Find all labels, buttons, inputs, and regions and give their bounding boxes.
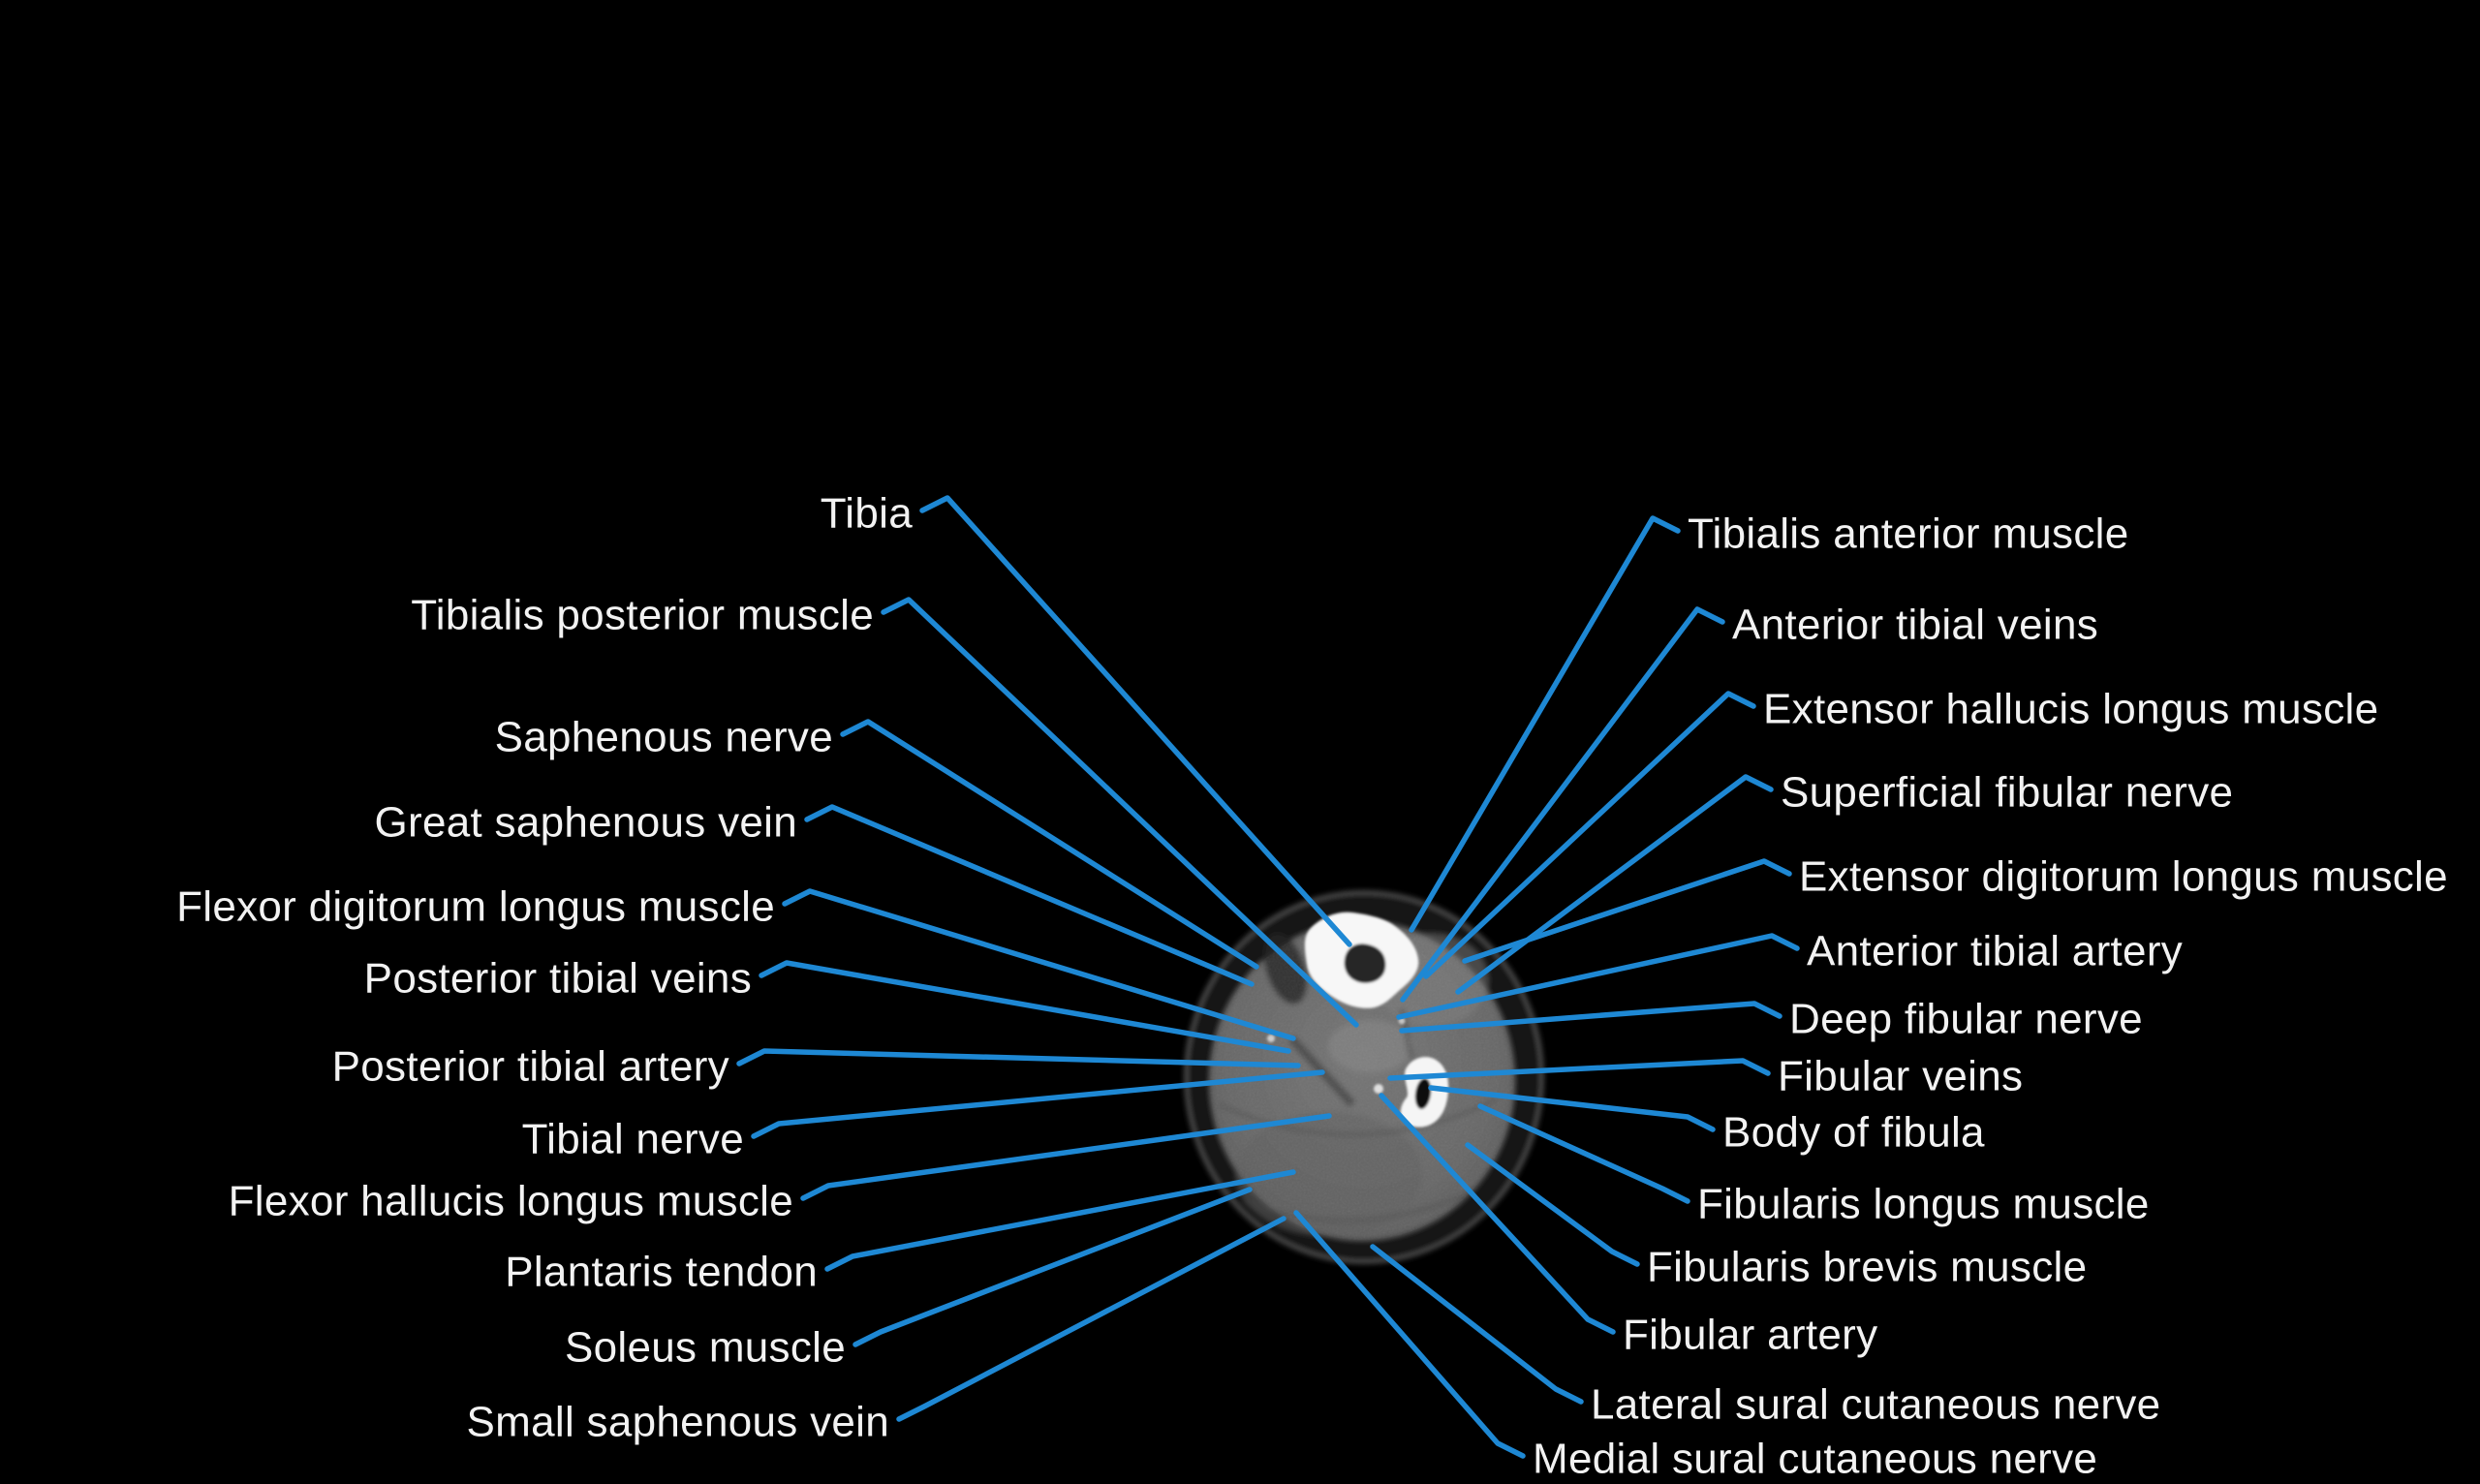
anatomy-label-soleus-muscle[interactable]: Soleus muscle [565, 1324, 846, 1372]
anatomy-label-tibial-nerve[interactable]: Tibial nerve [522, 1116, 744, 1163]
anatomy-label-lateral-sural-cutaneous-nerve[interactable]: Lateral sural cutaneous nerve [1591, 1381, 2160, 1429]
anatomy-label-medial-sural-cutaneous-nerve[interactable]: Medial sural cutaneous nerve [1533, 1436, 2097, 1483]
anatomy-label-deep-fibular-nerve[interactable]: Deep fibular nerve [1789, 996, 2143, 1043]
leader-line-deep-fibular-nerve [1399, 1001, 1782, 1034]
leader-line-posterior-tibial-veins [759, 960, 1291, 1054]
anatomy-label-plantaris-tendon[interactable]: Plantaris tendon [505, 1249, 818, 1296]
leader-line-tibialis-posterior-muscle [881, 597, 1359, 1028]
anatomy-label-flexor-digitorum-longus-muscle[interactable]: Flexor digitorum longus muscle [176, 883, 775, 931]
leader-line-tibial-nerve [751, 1069, 1325, 1139]
anatomy-label-body-of-fibula[interactable]: Body of fibula [1722, 1109, 1985, 1157]
leader-line-extensor-digitorum-longus-muscle [1462, 858, 1792, 964]
anatomy-label-superficial-fibular-nerve[interactable]: Superficial fibular nerve [1781, 769, 2233, 817]
leader-line-great-saphenous-vein [804, 804, 1255, 987]
leader-line-posterior-tibial-artery [736, 1048, 1301, 1068]
leader-line-flexor-hallucis-longus-muscle [800, 1113, 1332, 1201]
anatomy-label-tibialis-anterior-muscle[interactable]: Tibialis anterior muscle [1688, 510, 2129, 558]
fibula-marrow-cavity [1414, 1078, 1432, 1109]
leader-line-fibular-artery [1379, 1093, 1616, 1335]
anatomy-label-anterior-tibial-veins[interactable]: Anterior tibial veins [1732, 602, 2098, 649]
leader-line-fibularis-longus-muscle [1477, 1103, 1690, 1204]
leader-line-tibialis-anterior-muscle [1409, 515, 1681, 933]
leader-line-saphenous-nerve [840, 719, 1259, 970]
leader-line-anterior-tibial-artery [1396, 933, 1800, 1020]
leader-line-body-of-fibula [1428, 1085, 1716, 1132]
leader-line-fibularis-brevis-muscle [1465, 1142, 1640, 1267]
anatomy-label-extensor-digitorum-longus-muscle[interactable]: Extensor digitorum longus muscle [1799, 853, 2448, 901]
anatomy-label-small-saphenous-vein[interactable]: Small saphenous vein [467, 1399, 889, 1446]
anatomy-label-posterior-tibial-artery[interactable]: Posterior tibial artery [332, 1043, 729, 1091]
leader-line-extensor-hallucis-longus-muscle [1423, 691, 1756, 979]
anatomy-label-tibia[interactable]: Tibia [821, 490, 913, 538]
ct-scan-image [1184, 890, 1544, 1264]
fibular-vessel-contrast-dot [1374, 1084, 1383, 1094]
leader-line-lateral-sural-cutaneous-nerve [1370, 1244, 1584, 1405]
anatomy-label-tibialis-posterior-muscle[interactable]: Tibialis posterior muscle [411, 592, 874, 639]
leader-line-medial-sural-cutaneous-nerve [1293, 1210, 1526, 1459]
anatomy-label-fibular-veins[interactable]: Fibular veins [1778, 1053, 2023, 1100]
leader-line-tibia [919, 495, 1352, 947]
anatomy-label-fibular-artery[interactable]: Fibular artery [1623, 1312, 1877, 1359]
leader-line-superficial-fibular-nerve [1455, 774, 1774, 995]
leader-line-small-saphenous-vein [896, 1216, 1286, 1422]
leader-line-soleus-muscle [852, 1187, 1253, 1347]
anatomy-label-fibularis-longus-muscle[interactable]: Fibularis longus muscle [1697, 1181, 2150, 1228]
leader-line-anterior-tibial-veins [1400, 606, 1725, 1003]
leader-line-fibular-veins [1387, 1058, 1771, 1081]
anatomy-label-great-saphenous-vein[interactable]: Great saphenous vein [374, 799, 797, 847]
anatomy-label-flexor-hallucis-longus-muscle[interactable]: Flexor hallucis longus muscle [229, 1178, 793, 1225]
tibia-marrow-cavity [1344, 943, 1386, 983]
anatomy-label-posterior-tibial-veins[interactable]: Posterior tibial veins [364, 955, 752, 1003]
leader-line-plantaris-tendon [824, 1169, 1296, 1272]
anatomy-label-fibularis-brevis-muscle[interactable]: Fibularis brevis muscle [1647, 1244, 2087, 1291]
leader-line-flexor-digitorum-longus-muscle [782, 888, 1296, 1041]
anatomy-label-anterior-tibial-artery[interactable]: Anterior tibial artery [1807, 928, 2183, 975]
anatomy-label-saphenous-nerve[interactable]: Saphenous nerve [495, 714, 833, 761]
anatomy-label-extensor-hallucis-longus-muscle[interactable]: Extensor hallucis longus muscle [1763, 686, 2378, 733]
posterior-tibial-vessel-contrast-dot [1267, 1035, 1275, 1042]
